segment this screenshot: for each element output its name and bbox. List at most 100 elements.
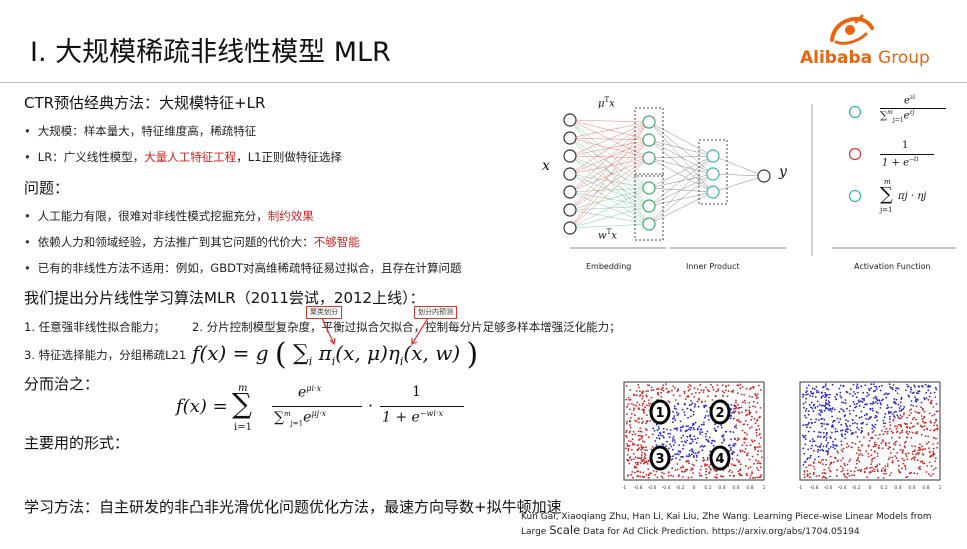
scatter-point (806, 473, 809, 475)
scatter-point (840, 470, 843, 473)
scatter-point (868, 472, 871, 474)
scatter-point (903, 406, 906, 408)
scatter-point (880, 385, 883, 387)
scatter-point (913, 425, 915, 428)
scatter-point (858, 416, 861, 419)
softmax-num-e: e (904, 95, 910, 107)
scatter-point (856, 383, 859, 386)
scatter-point (863, 468, 866, 470)
scatter-point (675, 457, 677, 460)
formula-mlr-sum-bot: i=1 (234, 422, 252, 433)
activation-weighted-sum: m ∑ j=1 πj · ηj (880, 178, 950, 220)
scatter-point (672, 394, 675, 397)
scatter-point (632, 430, 635, 433)
activation-node-sum (848, 189, 862, 203)
scatter-point (690, 438, 692, 440)
scatter-point (705, 438, 708, 441)
scatter-point (832, 421, 834, 423)
scatter-point (927, 389, 930, 392)
scatter-point (860, 385, 863, 388)
scatter-point (715, 476, 718, 479)
w-sup: T (606, 228, 612, 236)
scatter-point (843, 415, 846, 418)
scatter-point (832, 446, 835, 448)
scatter-point (840, 401, 843, 404)
scatter-point (740, 406, 743, 409)
scatter-point (630, 473, 632, 476)
scatter-point (863, 471, 866, 474)
scatter-point (676, 453, 678, 455)
scatter-point (911, 426, 914, 428)
region-badge (709, 399, 731, 425)
scatter-point (906, 475, 909, 478)
scatter-point (822, 445, 825, 448)
scatter-point (827, 388, 830, 391)
scatter-point (824, 393, 827, 396)
scatter-point (760, 389, 762, 391)
connection-line (569, 139, 650, 229)
scatter-point (739, 450, 742, 453)
scatter-point (914, 432, 917, 434)
scatter-point (722, 434, 725, 436)
scatter-point (806, 458, 808, 460)
scatter-point (807, 464, 810, 467)
scatter-point (720, 426, 723, 429)
output-node (757, 169, 771, 183)
scatter-point (645, 422, 647, 425)
scatter-point (818, 461, 820, 464)
scatter-point (900, 425, 903, 428)
scatter-point (680, 440, 683, 443)
scatter-point (871, 403, 874, 405)
scatter-point (828, 404, 831, 407)
scatter-point (835, 474, 838, 477)
scatter-point (717, 389, 719, 392)
scatter-point (805, 397, 808, 400)
scatter-point (823, 468, 826, 471)
scatter-point (672, 444, 675, 446)
scatter-point (820, 409, 823, 412)
scatter-point (851, 422, 854, 425)
scatter-point (685, 460, 687, 463)
scatter-point (933, 429, 935, 432)
scatter-point (641, 422, 643, 424)
scatter-point (651, 445, 654, 448)
scatter-point (846, 431, 849, 433)
scatter-point (647, 436, 650, 439)
scatter-point (745, 472, 748, 475)
scatter-point (633, 466, 636, 469)
scatter-point (708, 465, 710, 468)
scatter-point (642, 412, 645, 414)
scatter-point (882, 398, 884, 401)
scatter-point (881, 447, 884, 450)
scatter-point (900, 417, 902, 420)
scatter-point (671, 437, 674, 440)
scatter-point (737, 404, 739, 406)
scatter-point (640, 454, 643, 456)
scatter-point (811, 395, 814, 398)
scatter-point (824, 396, 826, 399)
network-connections (569, 119, 765, 229)
scatter-point (643, 410, 645, 413)
scatter-point (886, 465, 889, 468)
scatter-point (834, 438, 837, 440)
connection-line (569, 121, 650, 229)
scatter-point (905, 455, 908, 458)
activation-node-sigmoid (848, 147, 862, 161)
scatter-point (703, 405, 705, 407)
scatter-point (868, 439, 871, 442)
embedding-box-top (634, 107, 664, 177)
scatter-point (892, 384, 895, 386)
scatter-point (826, 394, 829, 396)
scatter-point (833, 461, 835, 464)
fraction-bar-1 (272, 406, 362, 407)
region-badge (649, 399, 671, 425)
scatter-point (635, 390, 638, 392)
scatter-point (866, 423, 868, 426)
scatter-point (839, 418, 842, 420)
scatter-point (906, 423, 909, 425)
scatter-point (809, 440, 812, 442)
scatter-point (899, 405, 902, 407)
scatter-point (932, 468, 935, 471)
scatter-point (822, 386, 824, 389)
scatter-point (831, 415, 833, 418)
